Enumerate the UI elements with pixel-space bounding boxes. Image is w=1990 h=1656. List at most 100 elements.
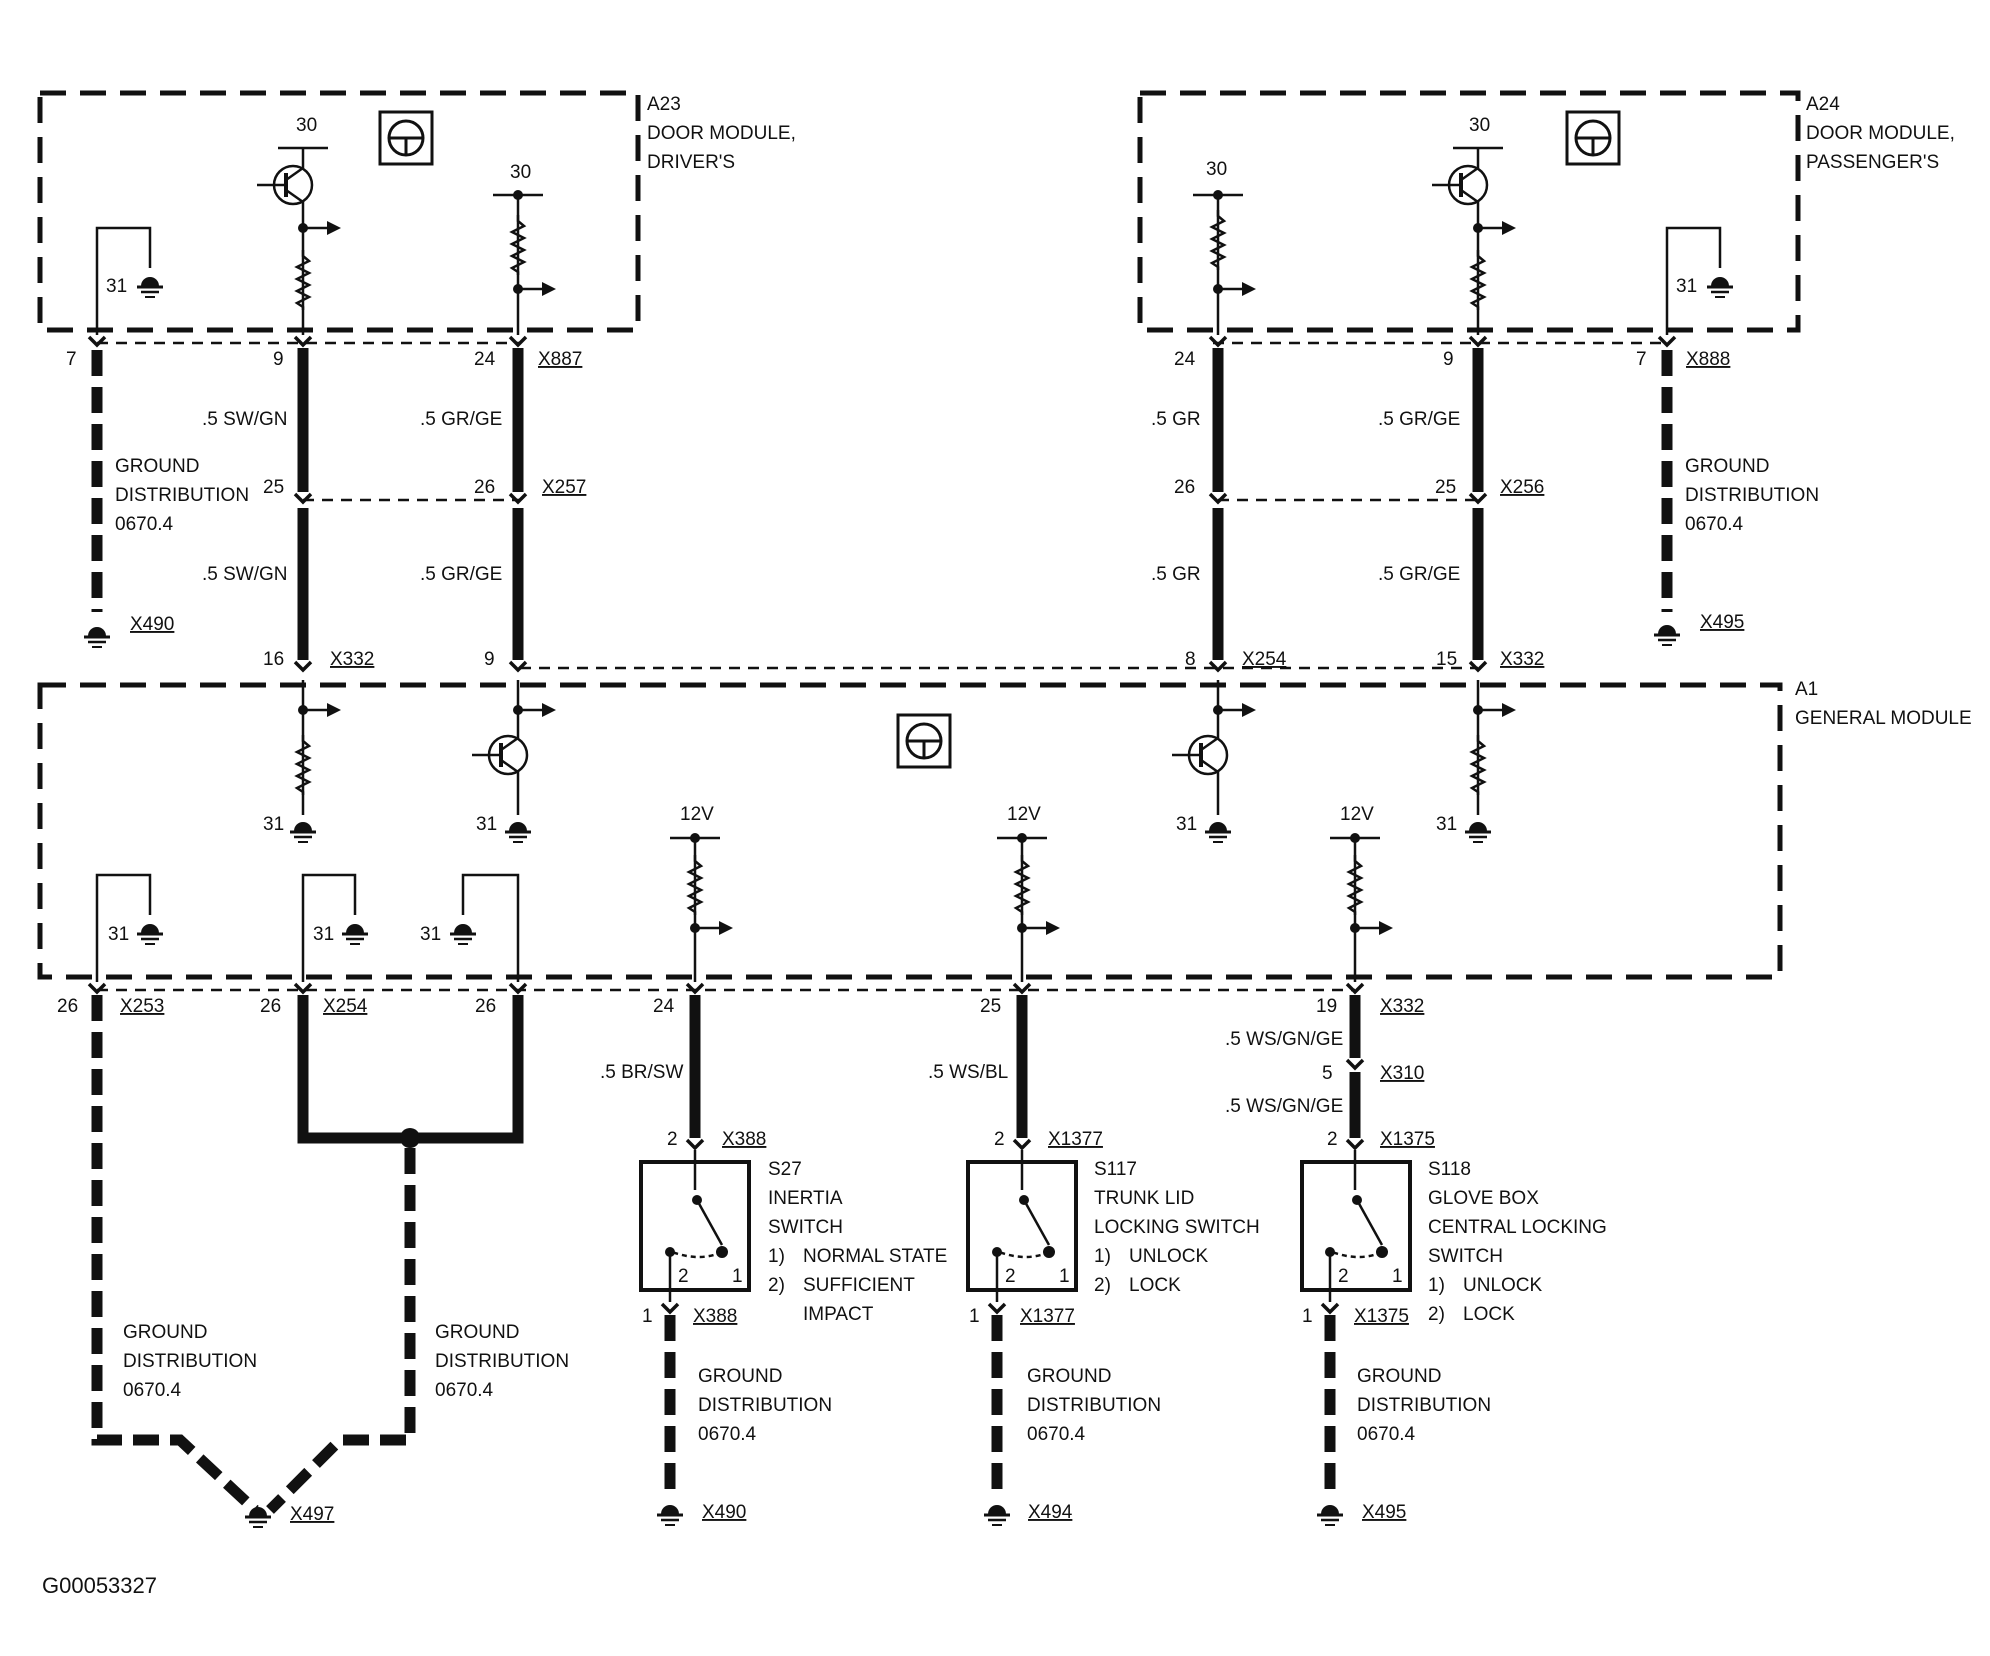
switch-s118-id: S118 <box>1428 1159 1471 1180</box>
signal-arrow <box>693 919 735 937</box>
module-a24-name-2: PASSENGER'S <box>1806 152 1939 173</box>
wire-color-label: .5 WS/BL <box>928 1062 1008 1083</box>
module-a23-outline <box>37 90 641 333</box>
s27-alt-path <box>671 1250 723 1259</box>
ground-distribution-label: DISTRIBUTION <box>1685 485 1819 506</box>
switch-option-index: 1) <box>1428 1275 1445 1296</box>
terminal-31-label-4: 31 <box>476 814 497 835</box>
pin-number: 2 <box>667 1129 678 1150</box>
switch-option-index: 2) <box>768 1275 785 1296</box>
ground-wire-x253 <box>91 995 259 1515</box>
ground-symbol <box>1315 1503 1345 1527</box>
wire-color-label: .5 SW/GN <box>202 564 288 585</box>
s118-alt-path <box>1331 1250 1383 1259</box>
connector-label-x490-2: X490 <box>702 1502 746 1523</box>
wire-color-label: .5 GR/GE <box>420 564 502 585</box>
ground-distribution-label: DISTRIBUTION <box>698 1395 832 1416</box>
pin-chevron <box>1657 335 1677 347</box>
ground-distribution-label: 0670.4 <box>698 1424 757 1445</box>
pin-number: 9 <box>273 349 284 370</box>
signal-arrow <box>1216 701 1258 719</box>
pin-number: 1 <box>969 1306 980 1327</box>
terminal-31-label-7: 31 <box>108 924 129 945</box>
ground-symbol <box>1652 623 1682 647</box>
ground-distribution-label: GROUND <box>123 1322 207 1343</box>
switch-s118-name-2: CENTRAL LOCKING <box>1428 1217 1607 1238</box>
ground-symbol <box>288 820 318 844</box>
module-icon <box>896 713 952 769</box>
transistor-symbol <box>255 153 314 217</box>
switch-option-index: 2) <box>1428 1304 1445 1325</box>
ground-symbol <box>448 922 478 946</box>
switch-contact-1: 1 <box>1392 1266 1403 1287</box>
module-a24-name: DOOR MODULE, <box>1806 123 1955 144</box>
ground-distribution-label: GROUND <box>1027 1366 1111 1387</box>
pin-number: 9 <box>484 649 495 670</box>
pin-number: 1 <box>1302 1306 1313 1327</box>
signal-arrow <box>1476 219 1518 237</box>
ground-distribution-label: 0670.4 <box>1685 514 1744 535</box>
switch-contact-2: 2 <box>678 1266 689 1287</box>
pin-number: 19 <box>1316 996 1337 1017</box>
module-icon <box>378 110 434 166</box>
switch-s117-name-2: LOCKING SWITCH <box>1094 1217 1260 1238</box>
terminal-31-label-9: 31 <box>420 924 441 945</box>
switch-s118-name-3: SWITCH <box>1428 1246 1503 1267</box>
connector-label-x332-3: X332 <box>1380 996 1424 1017</box>
terminal-12v-label-3: 12V <box>1340 804 1374 825</box>
module-a1-outline <box>37 682 1783 980</box>
ground-symbol <box>655 1503 685 1527</box>
pin-number: 2 <box>994 1129 1005 1150</box>
signal-arrow <box>1476 701 1518 719</box>
switch-s27-option-2b: IMPACT <box>803 1304 874 1325</box>
ground-symbol <box>1705 275 1735 299</box>
pin-number: 26 <box>475 996 496 1017</box>
connector-label-x256: X256 <box>1500 477 1544 498</box>
a23-ground-loop <box>95 226 152 335</box>
module-a23-name: DOOR MODULE, <box>647 123 796 144</box>
connector-label-x490: X490 <box>130 614 174 635</box>
ground-symbol <box>135 275 165 299</box>
switch-s117-option-2: LOCK <box>1129 1275 1181 1296</box>
pin-number: 26 <box>1174 477 1195 498</box>
pin-number: 5 <box>1322 1063 1333 1084</box>
wire-color-label: .5 GR/GE <box>420 409 502 430</box>
connector-label-x332: X332 <box>330 649 374 670</box>
module-a1-name: GENERAL MODULE <box>1795 708 1972 729</box>
switch-option-index: 1) <box>768 1246 785 1267</box>
pin-number: 8 <box>1185 649 1196 670</box>
ground-wire-x254 <box>266 1148 416 1514</box>
a1-ground-loop-3 <box>461 873 520 982</box>
switch-s27-name-2: SWITCH <box>768 1217 843 1238</box>
wire-color-label: .5 BR/SW <box>600 1062 683 1083</box>
pin-number: 25 <box>980 996 1001 1017</box>
wire-color-label: .5 WS/GN/GE <box>1225 1029 1343 1050</box>
ground-symbol <box>243 1505 273 1529</box>
module-icon <box>1565 110 1621 166</box>
module-a23-id: A23 <box>647 94 681 115</box>
pin-number: 26 <box>474 477 495 498</box>
wire-color-label: .5 GR/GE <box>1378 409 1460 430</box>
connector-label-x388-2: X388 <box>693 1306 737 1327</box>
terminal-30-label-4: 30 <box>1469 115 1490 136</box>
ground-symbol <box>135 922 165 946</box>
pin-number: 24 <box>1174 349 1196 370</box>
signal-arrow <box>516 701 558 719</box>
signal-arrow <box>1353 919 1395 937</box>
switch-contact-1: 1 <box>732 1266 743 1287</box>
pin-chevron <box>685 1138 705 1150</box>
pin-chevron <box>1345 1138 1365 1150</box>
terminal-31-label-8: 31 <box>313 924 334 945</box>
ground-symbol <box>340 922 370 946</box>
terminal-31-label-2: 31 <box>1676 276 1697 297</box>
terminal-31-label-3: 31 <box>263 814 284 835</box>
pin-chevron <box>508 335 528 347</box>
switch-s27-name: INERTIA <box>768 1188 843 1209</box>
connector-label-x1375-2: X1375 <box>1354 1306 1409 1327</box>
connector-label-x497: X497 <box>290 1504 334 1525</box>
terminal-30-label-2: 30 <box>510 162 531 183</box>
switch-option-index: 1) <box>1094 1246 1111 1267</box>
terminal-31-label-5: 31 <box>1176 814 1197 835</box>
transistor-symbol <box>1430 153 1489 217</box>
